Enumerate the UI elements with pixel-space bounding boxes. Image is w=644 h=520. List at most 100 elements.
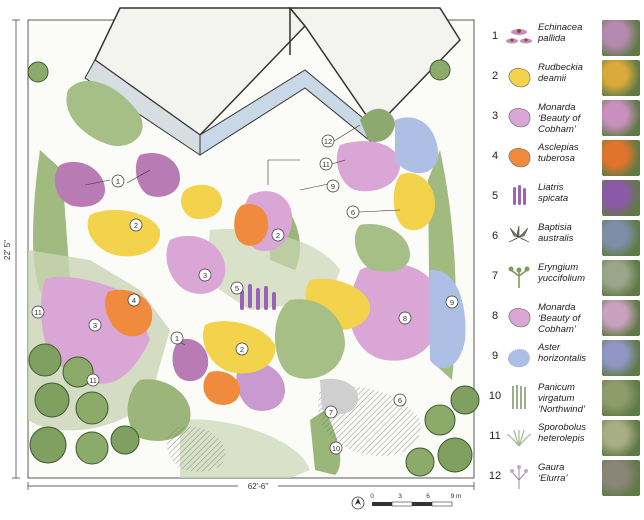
monarda-mass-center <box>166 235 226 294</box>
asclepias-mass-west <box>105 289 153 337</box>
pink-blob-icon <box>504 302 534 332</box>
asclepias-mass-north <box>234 203 269 246</box>
plant-photo <box>602 100 640 136</box>
callout-10: 10 <box>329 441 343 455</box>
callout-8: 8 <box>398 311 412 325</box>
legend-number: 6 <box>491 230 499 242</box>
legend-number: 12 <box>488 470 502 482</box>
callout-11c: 11 <box>319 157 333 171</box>
rudbeckia-mass-west <box>87 210 161 257</box>
baptisia-mass-center <box>274 299 345 379</box>
svg-text:6: 6 <box>398 396 402 405</box>
baptisia-mass-sw <box>127 379 191 441</box>
plant-photo <box>602 380 640 416</box>
svg-text:2: 2 <box>276 231 280 240</box>
rudbeckia-mass-nw <box>180 184 223 220</box>
baptisia-mass-nw <box>66 80 143 146</box>
svg-text:12: 12 <box>324 137 332 146</box>
svg-text:1: 1 <box>116 177 120 186</box>
legend-number: 3 <box>491 110 499 122</box>
building <box>84 7 461 156</box>
scale-tick-6: 6 <box>426 493 430 500</box>
liatris-spikes <box>240 284 276 310</box>
plant-photo <box>602 340 640 376</box>
north-arrow <box>351 496 365 510</box>
monarda-mass-ne <box>336 141 400 192</box>
callout-2a: 2 <box>129 218 143 232</box>
legend-plant-name: Sporobolus heterolepis <box>538 422 587 444</box>
plant-photo <box>602 260 640 296</box>
callout-5: 5 <box>230 281 244 295</box>
legend-plant-name: Liatris spicata <box>538 182 569 204</box>
legend-plant-name: Gaura ‘Elurra’ <box>538 462 568 484</box>
eryngium-icon <box>504 262 534 292</box>
legend-number: 10 <box>488 390 502 402</box>
scale-bar: 0 3 6 9 m <box>370 493 462 507</box>
callout-11b: 11 <box>86 373 100 387</box>
plant-photo <box>602 300 640 336</box>
legend-row-4: 4 Asclepias tuberosa <box>484 138 642 178</box>
legend-plant-name: Panicum virgatum ‘Northwind’ <box>538 382 585 415</box>
plant-photo <box>602 180 640 216</box>
height-dimension: 22' 5" <box>3 19 20 479</box>
svg-text:5: 5 <box>235 284 239 293</box>
svg-text:11: 11 <box>89 376 97 385</box>
legend-row-10: 10 Panicum virgatum ‘Northwind’ <box>484 378 642 418</box>
plant-photo <box>602 60 640 96</box>
svg-text:4: 4 <box>132 296 136 305</box>
scale-tick-0: 0 <box>370 493 374 500</box>
baptisia-icon <box>504 222 534 252</box>
echinacea-mass-south <box>172 338 209 382</box>
plant-photo <box>602 220 640 256</box>
plant-photo <box>602 420 640 456</box>
callout-6b: 6 <box>393 393 407 407</box>
callout-11a: 11 <box>31 305 45 319</box>
legend-row-11: 11 Sporobolus heterolepis <box>484 418 642 458</box>
scale-tick-3: 3 <box>398 493 402 500</box>
svg-text:3: 3 <box>93 321 97 330</box>
svg-text:9: 9 <box>450 298 454 307</box>
svg-text:3: 3 <box>203 271 207 280</box>
sporobolus-icon <box>504 422 534 452</box>
legend-row-9: 9 Aster horizontalis <box>484 338 642 378</box>
coneflower-icon <box>504 22 534 52</box>
legend-number: 4 <box>491 150 499 162</box>
panicum-mass-south <box>310 410 341 475</box>
grass-icon <box>504 382 534 412</box>
svg-text:11: 11 <box>322 160 330 169</box>
legend-number: 9 <box>491 350 499 362</box>
svg-text:6: 6 <box>351 208 355 217</box>
width-label: 62'-6" <box>248 482 269 491</box>
eryngium-mass-sw <box>166 426 226 472</box>
legend-number: 8 <box>491 310 499 322</box>
pink-blob-icon <box>504 102 534 132</box>
legend-number: 11 <box>489 430 501 442</box>
legend-number: 2 <box>491 70 499 82</box>
callout-6a: 6 <box>346 205 360 219</box>
svg-text:10: 10 <box>332 444 340 453</box>
legend-plant-name: Aster horizontalis <box>538 342 587 364</box>
callout-9a: 9 <box>445 295 459 309</box>
legend-plant-name: Monarda ‘Beauty of Cobham’ <box>538 102 581 135</box>
callout-2c: 2 <box>271 228 285 242</box>
plant-photo <box>602 140 640 176</box>
legend-plant-name: Eryngium yuccifolium <box>538 262 585 284</box>
yellow-blob-icon <box>504 62 534 92</box>
plant-photo <box>602 20 640 56</box>
monarda-mass-east <box>348 263 441 361</box>
baptisia-mass-ne <box>360 108 395 142</box>
callout-1b: 1 <box>170 331 184 345</box>
scale-tick-9: 9 m <box>451 493 462 500</box>
liatris-icon <box>504 182 534 212</box>
svg-text:9: 9 <box>331 182 335 191</box>
callout-1a: 1 <box>111 174 125 188</box>
garden-plan: 22' 5" 62'-6" <box>3 7 480 510</box>
baptisia-mass-east <box>354 224 410 272</box>
callout-4: 4 <box>127 293 141 307</box>
legend-plant-name: Asclepias tuberosa <box>538 142 579 164</box>
height-label: 22' 5" <box>3 240 12 260</box>
